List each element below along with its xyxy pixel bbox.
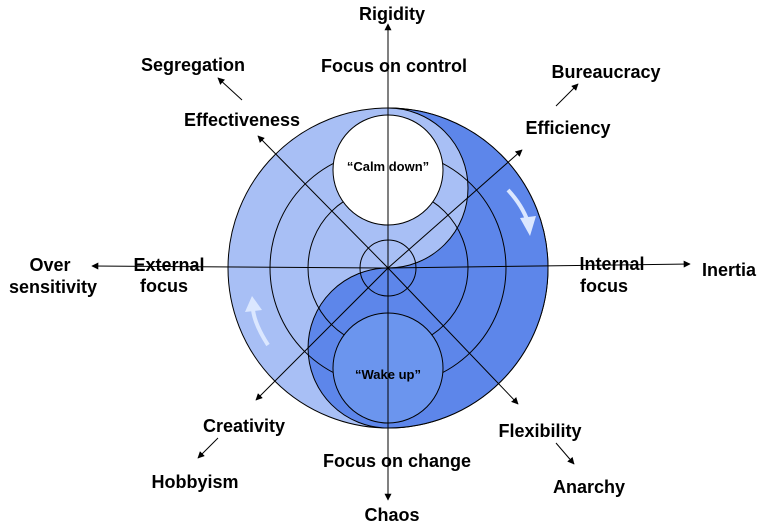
label-internal-focus: focus: [580, 276, 628, 296]
label-flexibility: Flexibility: [498, 421, 581, 441]
label-hobbyism: Hobbyism: [151, 472, 238, 492]
label-creativity: Creativity: [203, 416, 285, 436]
label-efficiency: Efficiency: [525, 118, 610, 138]
label-chaos: Chaos: [364, 505, 419, 525]
label-anarchy: Anarchy: [553, 477, 625, 497]
label-external: External: [133, 255, 204, 275]
label-focus-on-change: Focus on change: [323, 451, 471, 471]
flow-arrow-right-head: [520, 216, 536, 236]
arrow-hobbyism: [197, 437, 219, 459]
label-rigidity: Rigidity: [359, 4, 425, 24]
arrow-anarchy: [555, 442, 575, 465]
label-over: Over: [29, 255, 70, 275]
label-segregation: Segregation: [141, 55, 245, 75]
arrow-bureaucracy: [555, 83, 579, 107]
flow-arrow-left: [251, 309, 270, 347]
label-focus-on-control: Focus on control: [321, 56, 467, 76]
axis-left: [91, 262, 389, 270]
flow-arrow-left-head: [245, 296, 262, 312]
label-inertia: Inertia: [702, 260, 757, 280]
diag-upper-left: [257, 135, 389, 269]
axis-right: [387, 260, 691, 269]
label-external-focus: focus: [140, 276, 188, 296]
label-internal: Internal: [579, 254, 644, 274]
label-sensitivity: sensitivity: [9, 277, 97, 297]
diag-lower-left: [255, 267, 389, 401]
diag-lower-right: [387, 267, 519, 405]
arrow-segregation: [217, 77, 243, 101]
diag-upper-right: [387, 149, 523, 269]
label-calm-down: “Calm down”: [347, 159, 429, 174]
label-wake-up: “Wake up”: [355, 367, 421, 382]
label-effectiveness: Effectiveness: [184, 110, 300, 130]
label-bureaucracy: Bureaucracy: [551, 62, 660, 82]
